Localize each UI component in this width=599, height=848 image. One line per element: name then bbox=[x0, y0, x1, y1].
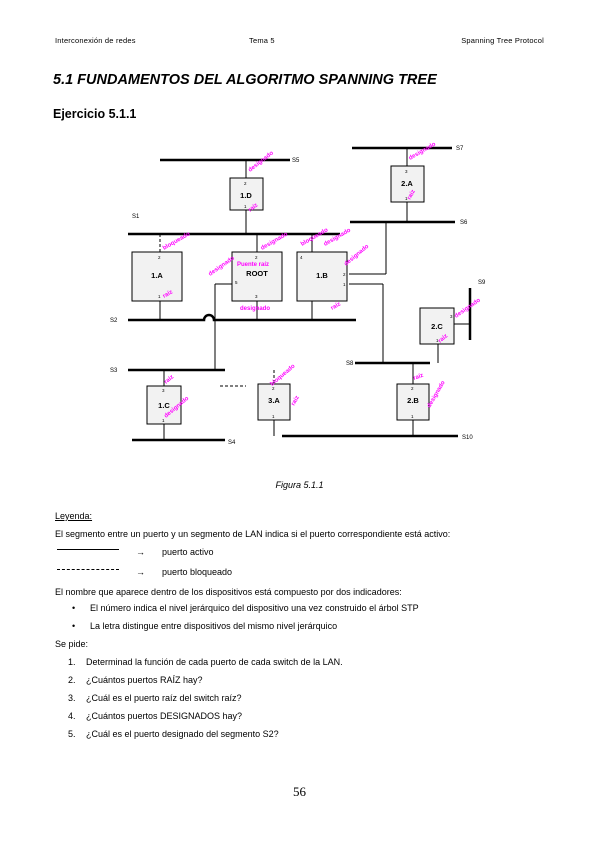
question-text: ¿Cuántos puertos RAÍZ hay? bbox=[86, 675, 203, 685]
port-number: 2 bbox=[343, 272, 346, 277]
legend-active-label: puerto activo bbox=[162, 547, 214, 557]
port-number: 2 bbox=[272, 386, 275, 391]
exercise-title: Ejercicio 5.1.1 bbox=[53, 107, 137, 121]
port-number: 3 bbox=[255, 294, 258, 299]
port-number: 1 bbox=[343, 282, 346, 287]
port-label-designado: designado bbox=[408, 141, 437, 161]
legend-title: Leyenda: bbox=[55, 511, 93, 521]
port-label-raiz: raíz bbox=[248, 202, 260, 213]
segment-label-s7: S7 bbox=[456, 146, 464, 152]
legend-blocked-label: puerto bloqueado bbox=[162, 567, 233, 577]
question-number: 3. bbox=[68, 693, 76, 703]
switch-1b-label: 1.B bbox=[316, 271, 328, 280]
legend-description: El segmento entre un puerto y un segment… bbox=[55, 529, 451, 539]
question-number: 2. bbox=[68, 675, 76, 685]
port-label-raiz: raíz bbox=[291, 395, 301, 407]
port-label-raiz: raíz bbox=[163, 374, 175, 385]
port-number: 2 bbox=[244, 181, 247, 186]
switch-1d-label: 1.D bbox=[240, 191, 252, 200]
switch-2a-label: 2.A bbox=[401, 179, 413, 188]
switch-3a bbox=[257, 383, 291, 421]
port-label-raiz: raíz bbox=[413, 373, 425, 382]
header-right: Spanning Tree Protocol bbox=[461, 36, 544, 45]
switch-3a-label: 3.A bbox=[268, 396, 280, 405]
port-number: 1 bbox=[162, 418, 165, 423]
segment-label-s4: S4 bbox=[228, 440, 236, 446]
segment-label-s10: S10 bbox=[462, 435, 473, 441]
port-label-raiz: raíz bbox=[330, 301, 342, 311]
question-number: 5. bbox=[68, 729, 76, 739]
port-label-puente-raiz: Puente raíz bbox=[237, 262, 269, 268]
port-number: 5 bbox=[235, 280, 238, 285]
segment-label-s2: S2 bbox=[110, 318, 118, 324]
legend-dashed-line bbox=[57, 569, 119, 570]
switch-root bbox=[231, 251, 283, 302]
switch-1c-label: 1.C bbox=[158, 401, 170, 410]
switch-1a-label: 1.A bbox=[151, 271, 163, 280]
arrow-icon: → bbox=[136, 547, 145, 557]
port-number: 4 bbox=[300, 255, 303, 260]
bullet-icon: • bbox=[72, 621, 76, 631]
question-number: 4. bbox=[68, 711, 76, 721]
switch-2c-label: 2.C bbox=[431, 322, 443, 331]
port-label-raiz: raíz bbox=[437, 333, 449, 344]
header-center: Tema 5 bbox=[249, 36, 275, 45]
switch-1d bbox=[229, 177, 264, 211]
port-label-designado: designado bbox=[454, 297, 482, 319]
figure-caption: Figura 5.1.1 bbox=[275, 480, 324, 490]
bullet-icon: • bbox=[72, 603, 76, 613]
question-text: Determinad la función de cada puerto de … bbox=[86, 657, 343, 667]
names-description: El nombre que aparece dentro de los disp… bbox=[55, 587, 402, 597]
port-number: 1 bbox=[272, 414, 275, 419]
port-number: 3 bbox=[162, 388, 165, 393]
segment-label-s5: S5 bbox=[292, 158, 300, 164]
port-number: 1 bbox=[158, 294, 161, 299]
bullet-item: El número indica el nivel jerárquico del… bbox=[90, 603, 419, 613]
port-number: 1 bbox=[436, 338, 439, 343]
switch-1b bbox=[296, 251, 348, 302]
port-number: 2 bbox=[411, 386, 414, 391]
port-label-designado: designado bbox=[240, 306, 270, 312]
switch-2c bbox=[419, 307, 455, 345]
page-number: 56 bbox=[293, 784, 306, 799]
question-number: 1. bbox=[68, 657, 76, 667]
segment-label-s1: S1 bbox=[132, 214, 140, 220]
port-label-designado: designado bbox=[427, 380, 447, 409]
segment-label-s3: S3 bbox=[110, 368, 118, 374]
port-number: 1 bbox=[405, 196, 408, 201]
switch-1a bbox=[131, 251, 183, 302]
switch-root-label: ROOT bbox=[246, 269, 268, 278]
switch-1c bbox=[146, 385, 182, 425]
port-number: 1 bbox=[244, 204, 247, 209]
ask-label: Se pide: bbox=[55, 639, 89, 649]
switch-2a bbox=[390, 165, 425, 203]
legend-solid-line bbox=[57, 549, 119, 550]
switch-2b-label: 2.B bbox=[407, 396, 419, 405]
port-number: 2 bbox=[255, 255, 258, 260]
segment-label-s8: S8 bbox=[346, 361, 354, 367]
header-left: Interconexión de redes bbox=[55, 36, 136, 45]
network-diagram: 1.D 2.A 1.A ROOT 1.B 2.C 1.C 3.A 2.B 2 1… bbox=[110, 141, 486, 446]
bullet-item: La letra distingue entre dispositivos de… bbox=[90, 621, 338, 631]
section-title: 5.1 FUNDAMENTOS DEL ALGORITMO SPANNING T… bbox=[53, 72, 437, 88]
question-text: ¿Cuántos puertos DESIGNADOS hay? bbox=[86, 711, 243, 721]
segment-s2 bbox=[128, 313, 356, 322]
switch-2b bbox=[396, 383, 430, 421]
port-number: 2 bbox=[158, 255, 161, 260]
port-label-designado: designado bbox=[248, 150, 276, 173]
question-text: ¿Cuál es el puerto designado del segment… bbox=[86, 729, 279, 739]
port-label-raiz: raíz bbox=[407, 189, 417, 201]
port-label-raiz: raíz bbox=[162, 289, 174, 299]
question-text: ¿Cuál es el puerto raíz del switch raíz? bbox=[86, 693, 242, 703]
port-number: 3 bbox=[450, 314, 453, 319]
segment-label-s9: S9 bbox=[478, 280, 486, 286]
port-number: 3 bbox=[405, 169, 408, 174]
segment-label-s6: S6 bbox=[460, 220, 468, 226]
port-number: 1 bbox=[411, 414, 414, 419]
arrow-icon: → bbox=[136, 567, 145, 577]
